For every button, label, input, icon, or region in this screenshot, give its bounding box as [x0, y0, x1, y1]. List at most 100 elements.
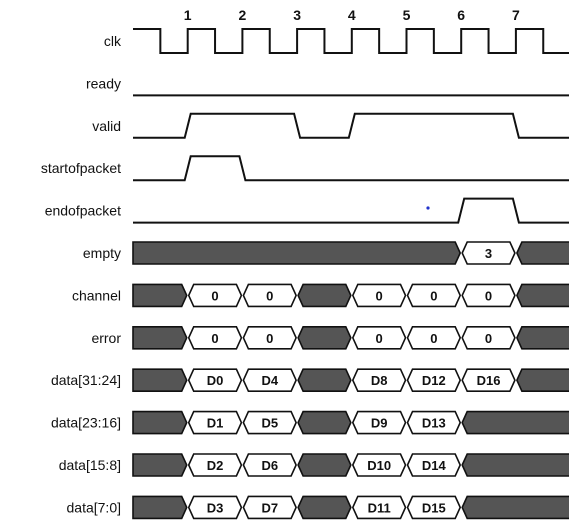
bus-value-cell — [187, 368, 243, 392]
bus-invalid-cell — [516, 326, 569, 350]
cycle-number-1: 1 — [184, 7, 192, 23]
bus-invalid-cell — [132, 326, 188, 350]
bus-value-cell — [187, 453, 243, 477]
signal-label: clk — [104, 33, 122, 49]
cycle-number-4: 4 — [348, 7, 356, 23]
signal-label: data[23:16] — [51, 415, 121, 431]
bus-value-cell — [461, 241, 516, 265]
bus-value-cell — [242, 495, 297, 520]
bus-value-cell — [406, 283, 462, 308]
bus-value-label: D6 — [261, 458, 278, 473]
digital-waveform — [133, 197, 569, 224]
bus-value-cell — [242, 453, 297, 477]
bus-invalid-cell — [132, 410, 188, 435]
bus-value-label: D13 — [422, 416, 446, 431]
bus-value-cell — [187, 495, 243, 520]
cycle-number-5: 5 — [403, 7, 411, 23]
signal-data-31-24-row: data[31:24] D0 D4 D8 D12 D16 — [51, 368, 569, 392]
digital-waveform — [133, 112, 569, 139]
bus-invalid-cell — [461, 453, 569, 477]
bus-value-label: 0 — [376, 288, 383, 303]
bus-value-cell — [187, 283, 243, 308]
bus-value-label: D5 — [261, 416, 278, 431]
cycle-number-3: 3 — [293, 7, 301, 23]
bus-value-cell — [351, 495, 407, 520]
signal-ready-row: ready — [86, 75, 569, 97]
signal-label: data[15:8] — [59, 457, 121, 473]
bus-value-label: D14 — [422, 458, 447, 473]
signal-label: data[31:24] — [51, 372, 121, 388]
signal-label: endofpacket — [45, 203, 121, 219]
marker-dot — [426, 206, 430, 210]
signal-label: ready — [86, 75, 121, 91]
bus-invalid-cell — [132, 495, 188, 520]
bus-value-label: 0 — [376, 331, 383, 346]
bus-invalid-cell — [297, 283, 352, 308]
signal-clk-row: clk — [104, 28, 569, 54]
bus-invalid-cell — [516, 283, 569, 308]
bus-value-label: 0 — [266, 331, 273, 346]
cycle-number-6: 6 — [457, 7, 465, 23]
bus-value-cell — [406, 410, 462, 435]
bus-invalid-cell — [297, 410, 352, 435]
bus-value-label: D11 — [368, 500, 391, 515]
bus-invalid-cell — [297, 453, 352, 477]
bus-invalid-cell — [132, 241, 462, 265]
signal-label: startofpacket — [41, 160, 121, 176]
signal-label: valid — [92, 118, 121, 134]
bus-value-cell — [351, 410, 407, 435]
bus-invalid-cell — [461, 495, 569, 520]
bus-value-cell — [242, 368, 297, 392]
bus-invalid-cell — [132, 283, 188, 308]
signal-endofpacket-row: endofpacket — [45, 197, 569, 224]
bus-value-label: D0 — [207, 373, 224, 388]
bus-value-label: D9 — [371, 416, 388, 431]
cycle-number-7: 7 — [512, 7, 520, 23]
bus-invalid-cell — [132, 368, 188, 392]
bus-value-label: D7 — [261, 500, 278, 515]
bus-value-label: D15 — [422, 500, 446, 515]
bus-invalid-cell — [132, 453, 188, 477]
bus-invalid-cell — [516, 368, 569, 392]
signal-valid-row: valid — [92, 112, 569, 139]
bus-value-label: 0 — [485, 331, 492, 346]
bus-value-label: 3 — [485, 246, 492, 261]
bus-value-cell — [187, 410, 243, 435]
bus-value-label: 0 — [211, 288, 218, 303]
signal-label: channel — [72, 287, 121, 303]
bus-value-cell — [406, 326, 462, 350]
cycle-number-2: 2 — [239, 7, 247, 23]
bus-invalid-cell — [516, 241, 569, 265]
bus-value-cell — [406, 453, 462, 477]
bus-value-cell — [461, 283, 516, 308]
bus-value-cell — [187, 326, 243, 350]
signal-label: empty — [83, 245, 121, 261]
bus-invalid-cell — [297, 326, 352, 350]
bus-value-label: D16 — [477, 373, 501, 388]
bus-value-cell — [242, 283, 297, 308]
bus-value-label: D10 — [367, 458, 391, 473]
bus-value-label: D1 — [207, 416, 224, 431]
bus-value-label: 0 — [430, 288, 437, 303]
bus-invalid-cell — [297, 495, 352, 520]
bus-value-label: 0 — [430, 331, 437, 346]
bus-value-label: D12 — [422, 373, 446, 388]
bus-value-label: D2 — [207, 458, 224, 473]
bus-value-label: D8 — [371, 373, 388, 388]
bus-value-cell — [406, 368, 462, 392]
bus-invalid-cell — [297, 368, 352, 392]
bus-value-cell — [461, 326, 516, 350]
signal-startofpacket-row: startofpacket — [41, 155, 569, 182]
bus-value-label: 0 — [485, 288, 492, 303]
bus-value-cell — [242, 410, 297, 435]
signal-data-23-16-row: data[23:16] D1 D5 D9 D13 — [51, 410, 569, 435]
bus-value-cell — [242, 326, 297, 350]
bus-value-cell — [406, 495, 462, 520]
digital-waveform — [133, 155, 569, 182]
bus-value-label: D3 — [207, 500, 224, 515]
signal-empty-row: empty 3 — [83, 241, 569, 265]
bus-value-label: 0 — [211, 331, 218, 346]
bus-value-label: D4 — [261, 373, 278, 388]
